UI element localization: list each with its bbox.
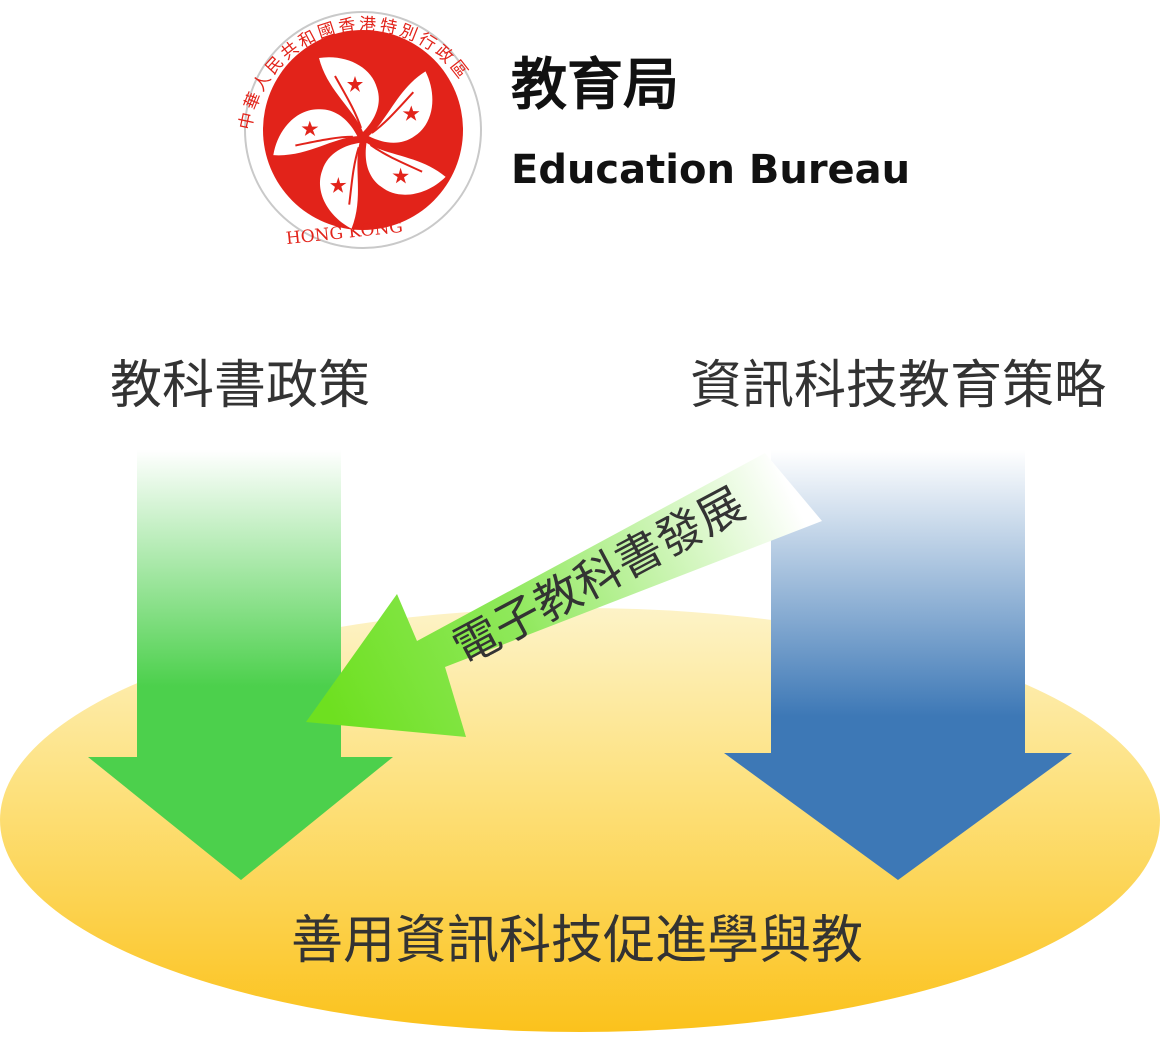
bauhinia-flower-icon — [271, 57, 448, 231]
textbook-policy-label: 教科書政策 — [110, 356, 370, 416]
it-education-strategy-label: 資訊科技教育策略 — [690, 356, 1106, 416]
hk-emblem-logo: 中華人民共和國香港特別行政區 HONG KONG — [236, 11, 482, 249]
bureau-title-zh: 教育局 — [511, 53, 679, 118]
textbook-policy-arrow — [88, 450, 393, 880]
outcome-label: 善用資訊科技促進學與教 — [291, 911, 863, 971]
e-textbook-development-arrow — [306, 453, 822, 737]
it-strategy-arrow — [724, 450, 1072, 880]
bureau-title-en: Education Bureau — [511, 147, 910, 193]
